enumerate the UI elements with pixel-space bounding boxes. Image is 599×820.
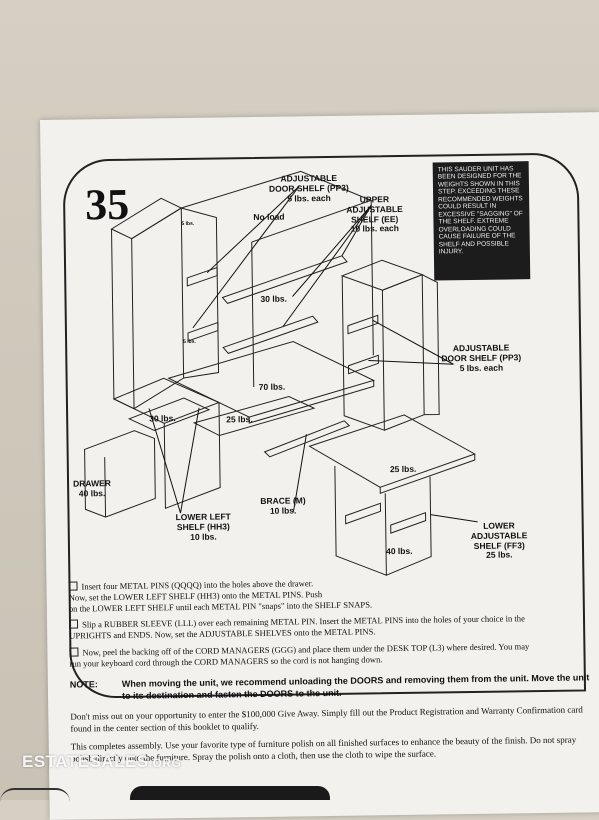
label-25lbs-right: 25 lbs. [389, 463, 417, 475]
promo-text: Don't miss out on your opportunity to en… [70, 704, 583, 734]
label-brace: BRACE (M)10 lbs. [260, 495, 306, 516]
label-30lbs-left: 30 lbs. [149, 413, 176, 424]
dark-object [130, 786, 330, 800]
checkbox-icon [68, 581, 78, 591]
label-30lbs-top: 30 lbs. [260, 293, 288, 304]
label-5lbs-small-1: 5 lbs. [181, 220, 195, 228]
checkbox-icon [68, 619, 79, 629]
instruction-page: 35 This Sauder unit has been designed fo… [40, 112, 599, 820]
checkbox-icon [69, 647, 79, 657]
label-no-load: No load [253, 211, 285, 223]
label-70lbs: 70 lbs. [258, 381, 286, 392]
label-25lbs-mid: 25 lbs. [226, 414, 253, 425]
assembly-diagram [84, 170, 478, 576]
label-40lbs: 40 lbs. [385, 545, 413, 557]
watermark-logo: ESTATESALES.ORG [22, 752, 182, 771]
page-curl [0, 788, 70, 802]
label-5lbs-small-2: 5 lbs. [183, 338, 196, 346]
note-label: NOTE: [69, 679, 98, 690]
